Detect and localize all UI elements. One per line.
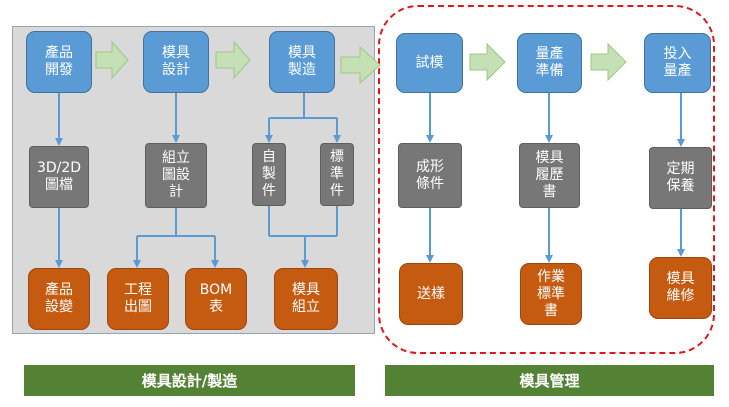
node-trial: 試模	[396, 33, 463, 93]
node-sample: 送樣	[399, 263, 463, 325]
flow-arrow-3	[340, 45, 381, 85]
flow-arrow-2	[215, 40, 251, 80]
node-bom: BOM 表	[185, 268, 247, 330]
node-mass-prod: 投入 量產	[644, 33, 711, 93]
node-mold-design: 模具 設計	[143, 31, 209, 93]
footer-mold-management: 模具管理	[385, 365, 714, 396]
node-molding-condition: 成形 條件	[398, 143, 462, 208]
node-standard-part: 標 準 件	[320, 143, 354, 206]
flow-arrow-5	[590, 42, 627, 82]
node-engineering-drawing: 工程 出圖	[107, 268, 169, 330]
connector-assembly-branch	[137, 208, 215, 237]
node-mass-prep: 量產 準備	[517, 33, 582, 93]
node-mold-make: 模具 製造	[269, 31, 335, 93]
node-mold-assembly: 模具 組立	[274, 268, 338, 330]
node-assembly-design: 組立 圖設 計	[145, 143, 207, 208]
node-mold-repair: 模具 維修	[649, 257, 712, 319]
node-3d2d-drawing: 3D/2D 圖檔	[29, 146, 89, 208]
node-product-dev: 產品 開發	[26, 31, 92, 93]
node-product-change: 產品 設變	[28, 268, 90, 330]
node-self-made: 自 製 件	[252, 143, 286, 206]
connector-make-branch	[269, 93, 337, 119]
flow-arrow-4	[469, 42, 506, 82]
footer-design-manufacture: 模具設計/製造	[24, 365, 355, 396]
connector-parts-merge	[268, 206, 338, 237]
mold-management-highlight	[378, 5, 715, 354]
flow-arrow-1	[95, 40, 129, 80]
node-maintenance: 定期 保養	[649, 147, 712, 209]
node-mold-history: 模具 履歷 書	[519, 143, 580, 208]
node-work-standard: 作業 標準 書	[520, 263, 582, 325]
